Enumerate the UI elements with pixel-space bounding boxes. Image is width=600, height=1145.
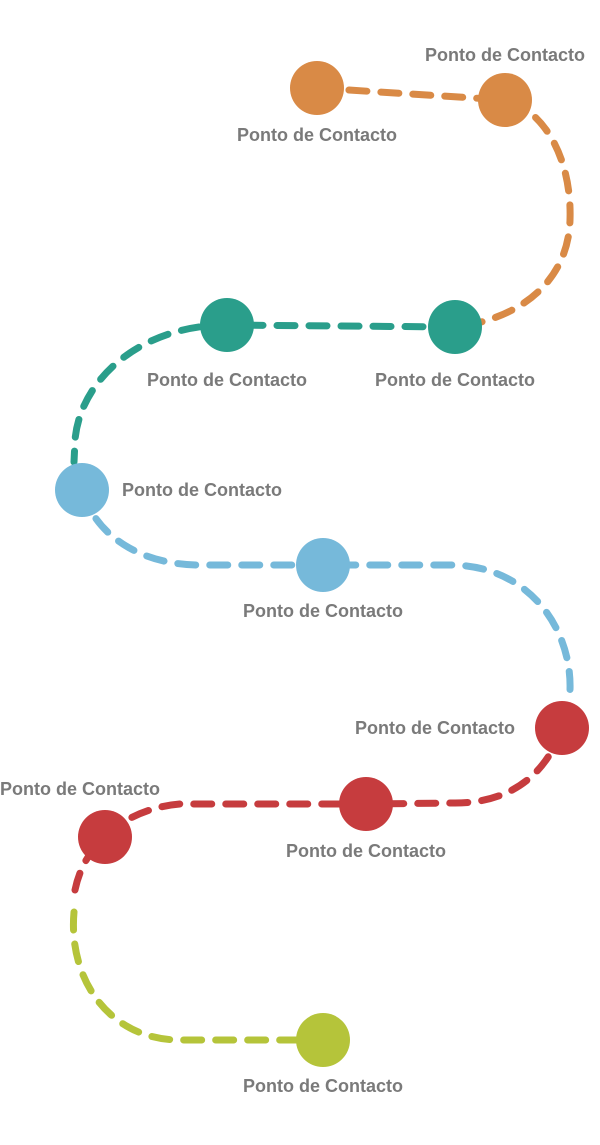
path-segment-red: [71, 724, 566, 894]
path-segment-orange: [313, 84, 574, 331]
touchpoint-label-2: Ponto de Contacto: [425, 45, 585, 65]
path-segment-teal: [70, 321, 459, 466]
touchpoint-label-3: Ponto de Contacto: [375, 370, 535, 390]
touchpoint-label-10: Ponto de Contacto: [243, 1076, 403, 1096]
touchpoint-circle-6: [296, 538, 350, 592]
touchpoint-circle-5: [55, 463, 109, 517]
path-segment-green: [69, 908, 327, 1044]
touchpoint-label-7: Ponto de Contacto: [355, 718, 515, 738]
touchpoint-circle-1: [290, 61, 344, 115]
touchpoint-label-5: Ponto de Contacto: [122, 480, 282, 500]
touchpoint-circle-7: [535, 701, 589, 755]
touchpoint-label-8: Ponto de Contacto: [286, 841, 446, 861]
touchpoint-label-4: Ponto de Contacto: [147, 370, 307, 390]
touchpoint-circle-8: [339, 777, 393, 831]
touchpoint-label-1: Ponto de Contacto: [237, 125, 397, 145]
touchpoint-circle-9: [78, 810, 132, 864]
touchpoint-label-9: Ponto de Contacto: [0, 779, 160, 799]
touchpoint-circle-10: [296, 1013, 350, 1067]
touchpoint-circle-3: [428, 300, 482, 354]
path-segment-blue: [78, 486, 574, 704]
touchpoint-circle-2: [478, 73, 532, 127]
touchpoint-label-6: Ponto de Contacto: [243, 601, 403, 621]
touchpoint-circle-4: [200, 298, 254, 352]
